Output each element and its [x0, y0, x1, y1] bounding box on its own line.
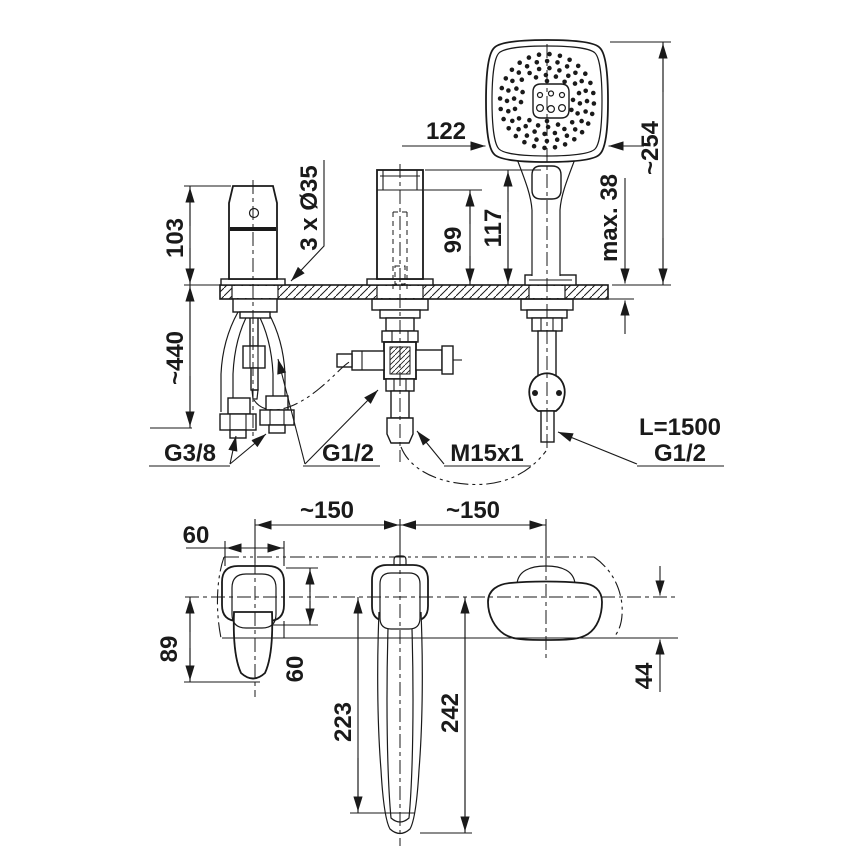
dim-242: 242: [437, 693, 464, 733]
handle-shank-nut: [232, 298, 278, 313]
valve-right-port: [415, 349, 443, 371]
dim-254: ~254: [637, 120, 664, 175]
label-m15x1: M15x1: [450, 440, 523, 467]
tail-tip-left: [229, 429, 247, 439]
deck: [219, 284, 609, 319]
tail-nut-small-left: [227, 397, 251, 415]
hand-shower-plan: [487, 565, 603, 641]
side-dimensions: 103 ~440 3 x Ø35 122 ~254 117: [149, 41, 724, 467]
label-g12-left: G1/2: [322, 440, 374, 467]
label-hose-length: L=1500: [639, 414, 721, 441]
tail-nut-right: [259, 409, 295, 426]
dim-150-right: ~150: [446, 497, 500, 524]
dim-117: 117: [480, 209, 507, 248]
dim-89: 89: [156, 636, 183, 663]
spray-dots: [497, 51, 597, 151]
dim-hole-spec: 3 x Ø35: [296, 165, 323, 250]
tail-nut-left: [219, 413, 257, 431]
handle-pin: [248, 207, 260, 219]
hose-routing-right: [400, 446, 547, 486]
dim-103: 103: [162, 218, 189, 258]
side-view: 103 ~440 3 x Ø35 122 ~254 117: [149, 39, 724, 486]
tail-tip-right: [268, 424, 286, 434]
dim-150-left: ~150: [300, 497, 354, 524]
spout-plan: [371, 555, 429, 835]
mixer-handle-plan: [221, 565, 285, 680]
shower-head-plan: [487, 580, 603, 641]
tub-corner-left: [216, 556, 225, 639]
dim-223: 223: [330, 702, 357, 742]
handle-supply-tails: [219, 311, 295, 439]
spray-mode-plate: [532, 83, 570, 119]
valve-left-port: [351, 350, 385, 371]
spout-nub: [393, 555, 407, 571]
dim-440: ~440: [162, 331, 189, 385]
hose-routing-left: [253, 360, 352, 411]
dim-122: 122: [426, 118, 466, 145]
plan-view: ~150 ~150 60 89 60: [156, 497, 678, 846]
dim-99: 99: [440, 227, 467, 254]
center-hose-stub: [250, 367, 259, 391]
dim-60-offset: 60: [282, 656, 309, 683]
valve-left-tip: [336, 353, 353, 368]
label-g12-right: G1/2: [654, 440, 706, 467]
dim-max-38: max. 38: [596, 174, 623, 262]
label-g38: G3/8: [164, 440, 216, 467]
plan-dimensions: ~150 ~150 60 89 60: [156, 497, 665, 834]
dim-60-width: 60: [183, 522, 210, 549]
valve-right-cap: [441, 345, 454, 375]
shower-hose-column: [520, 298, 574, 443]
dim-44: 44: [631, 662, 658, 689]
center-hose-nut: [242, 345, 266, 369]
